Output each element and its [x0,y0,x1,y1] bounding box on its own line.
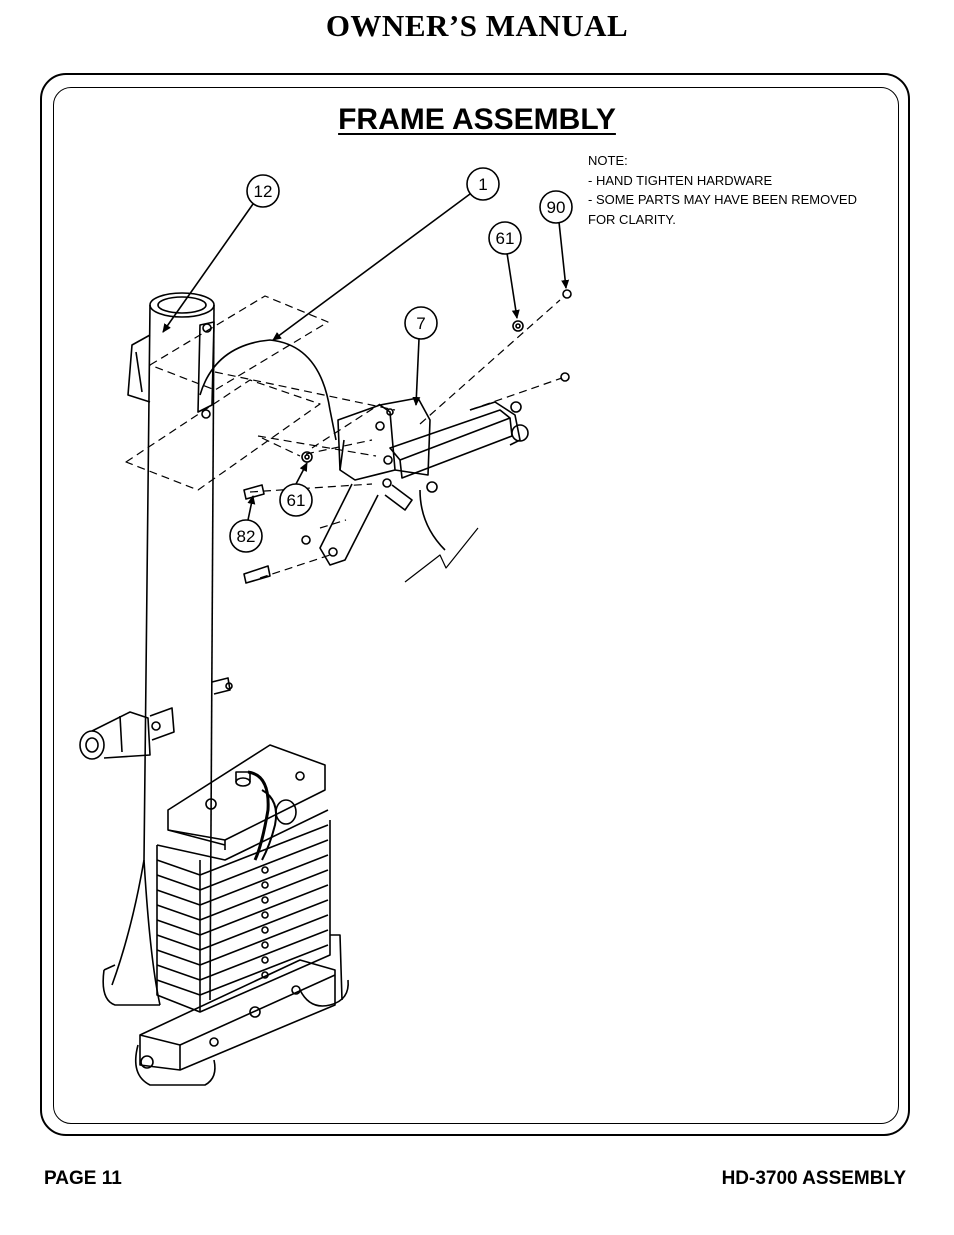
callout-7: 7 [404,306,438,340]
leader-7 [412,338,421,406]
svg-text:82: 82 [237,527,256,546]
note-heading: NOTE: [588,153,628,168]
svg-text:61: 61 [496,229,515,248]
pulley-bracket [319,397,529,566]
base-frame [102,934,349,1086]
leader-12 [162,203,254,333]
note-line: - SOME PARTS MAY HAVE BEEN REMOVED [588,192,857,207]
leader-61-bottom [295,462,308,485]
svg-text:1: 1 [478,175,487,194]
dashed-bracket-outline [125,295,563,579]
callout-1: 1 [466,167,500,201]
weight-stack [156,744,331,1013]
leader-61-top [506,252,520,319]
upright-post [111,292,233,1006]
note-line: FOR CLARITY. [588,211,676,227]
callout-61-bottom: 61 [279,483,313,517]
side-arm [79,707,175,760]
leader-82 [247,495,256,521]
svg-text:12: 12 [254,182,273,201]
note-line: - HAND TIGHTEN HARDWARE [588,172,773,188]
callout-61-top: 61 [488,221,522,255]
leader-1 [272,193,471,341]
page-number: PAGE 11 [44,1168,122,1189]
svg-text:90: 90 [547,198,566,217]
svg-text:61: 61 [287,491,306,510]
model-label: HD-3700 ASSEMBLY [721,1168,906,1189]
manual-title: OWNER’S MANUAL [325,8,629,43]
page-border-outer [40,73,910,1136]
callout-12: 12 [246,174,280,208]
hardware-parts [243,289,572,584]
section-title: FRAME ASSEMBLY [338,103,616,136]
cable [199,339,337,441]
page-border-inner [53,87,899,1124]
svg-text:7: 7 [416,314,425,333]
callout-82: 82 [229,519,263,553]
leader-90 [558,221,570,289]
cable-lower [419,489,446,551]
assembly-note: NOTE: - HAND TIGHTEN HARDWARE - SOME PAR… [588,151,857,229]
break-line [404,527,479,583]
callout-90: 90 [539,190,573,224]
